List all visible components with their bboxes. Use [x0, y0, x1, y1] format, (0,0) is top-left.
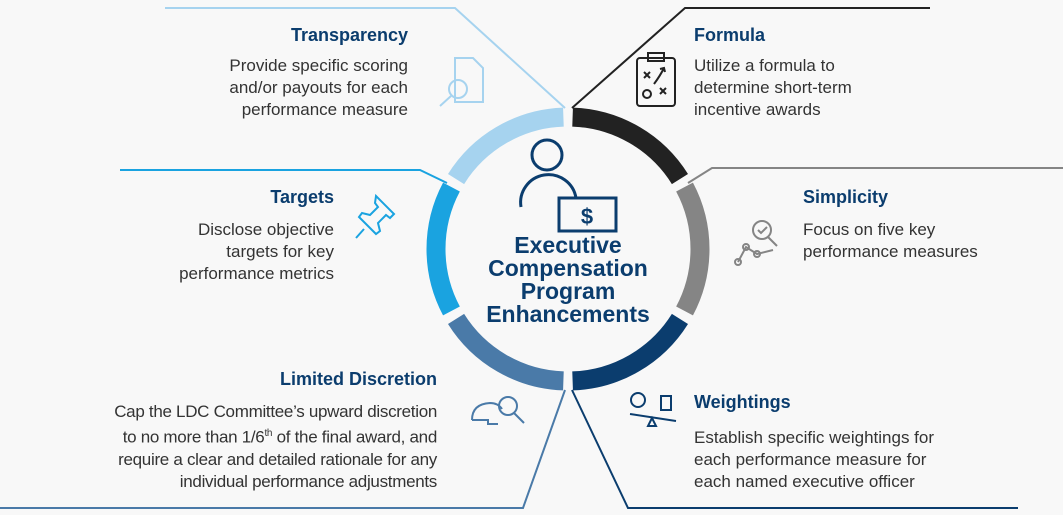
magnifier-chart-icon — [734, 220, 778, 266]
item-limited-discretion: Limited Discretion Cap the LDC Committee… — [20, 368, 437, 493]
connector-limited-discretion — [0, 389, 566, 509]
item-formula: Formula Utilize a formula to determine s… — [694, 24, 994, 121]
text-line: Establish specific weightings for — [694, 428, 935, 447]
weightings-title: Weightings — [694, 392, 791, 412]
item-weightings: Weightings Establish specific weightings… — [694, 391, 1024, 493]
text-part: of the final award, and — [272, 427, 438, 447]
document-magnifier-icon — [439, 57, 484, 107]
ring — [426, 107, 710, 391]
text-line: targets for key — [226, 242, 334, 261]
superscript: th — [264, 428, 273, 439]
ring-segment-limited-discretion — [448, 313, 564, 391]
pushpin-icon — [355, 193, 396, 239]
connector-formula — [571, 7, 930, 109]
text-line: and/or payouts for each — [229, 78, 408, 97]
text-line: each performance measure for — [694, 450, 927, 469]
center-title-line: Compensation — [488, 255, 648, 281]
targets-text: Disclose objective targets for key perfo… — [100, 219, 334, 285]
executive-dollar-icon: $ — [519, 138, 618, 233]
text-line: performance metrics — [179, 264, 334, 283]
center-title: Executive Compensation Program Enhanceme… — [458, 234, 678, 326]
brain-magnifier-icon — [471, 396, 525, 425]
text-part: to no more than 1/6 — [122, 427, 265, 447]
transparency-title: Transparency — [290, 25, 408, 45]
simplicity-text: Focus on five key performance measures — [803, 219, 1063, 263]
text-line: Utilize a formula to — [694, 56, 835, 75]
limited-discretion-title: Limited Discretion — [279, 369, 437, 389]
connector-weightings — [571, 389, 1018, 509]
transparency-text: Provide specific scoring and/or payouts … — [150, 55, 408, 121]
text-line: performance measure — [241, 100, 408, 119]
formula-title: Formula — [694, 25, 766, 45]
text-line: to no more than 1/6th of the final award… — [20, 423, 438, 449]
text-line: individual performance adjustments — [179, 471, 438, 491]
simplicity-title: Simplicity — [803, 187, 889, 207]
text-line: Cap the LDC Committee’s upward discretio… — [114, 402, 437, 421]
ring-segment-transparency — [448, 107, 564, 185]
text-line: require a clear and detailed rationale f… — [118, 449, 437, 469]
text-line: Disclose objective — [197, 220, 334, 239]
item-targets: Targets Disclose objective targets for k… — [100, 186, 334, 285]
balance-scale-icon — [629, 392, 677, 427]
svg-text:$: $ — [581, 204, 593, 229]
clipboard-play-icon — [636, 52, 676, 107]
ring-segment-formula — [572, 107, 688, 185]
center-title-line: Executive — [514, 232, 622, 258]
item-transparency: Transparency Provide specific scoring an… — [150, 24, 408, 121]
center-title-line: Program — [520, 278, 616, 304]
formula-text: Utilize a formula to determine short-ter… — [694, 55, 994, 121]
connector-simplicity — [687, 167, 1063, 184]
text-line: performance measures — [803, 242, 978, 261]
text-line: Provide specific scoring — [229, 56, 408, 75]
ring-segment-targets — [426, 182, 460, 316]
limited-discretion-text: Cap the LDC Committee’s upward discretio… — [20, 401, 437, 493]
item-simplicity: Simplicity Focus on five key performance… — [803, 186, 1063, 263]
ring-segment-weightings — [572, 313, 688, 391]
text-line: Focus on five key — [803, 220, 936, 239]
center-title-line: Enhancements — [486, 301, 650, 327]
text-line: each named executive officer — [694, 472, 915, 491]
text-line: determine short-term — [694, 78, 852, 97]
ring-segment-simplicity — [676, 182, 710, 316]
weightings-text: Establish specific weightings for each p… — [694, 427, 1024, 493]
targets-title: Targets — [270, 187, 334, 207]
text-line: incentive awards — [694, 100, 821, 119]
connector-transparency — [165, 7, 566, 109]
connector-targets — [120, 169, 448, 184]
